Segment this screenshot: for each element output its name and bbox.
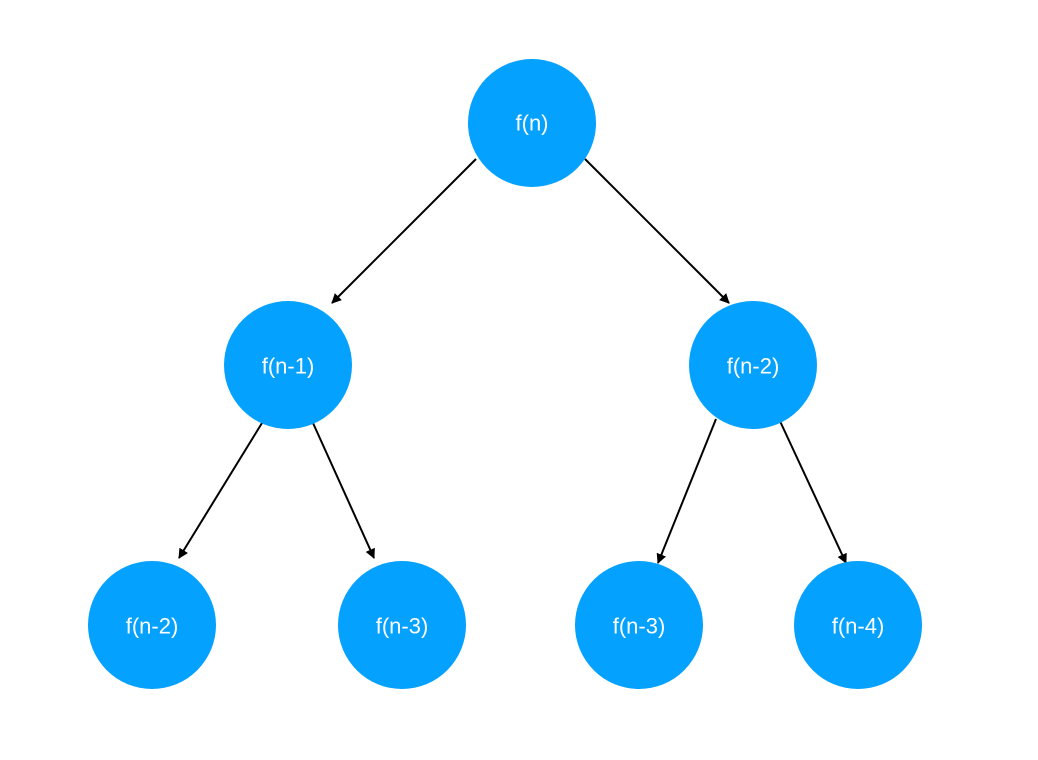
node-label: f(n-3) [613, 614, 666, 639]
node-label: f(n-1) [262, 354, 315, 379]
tree-node-r: f(n-2) [689, 301, 817, 429]
node-label: f(n) [516, 111, 549, 136]
edges-group [178, 158, 847, 564]
tree-node-rl: f(n-3) [575, 561, 703, 689]
node-circle [88, 561, 216, 689]
edge-root-to-l [331, 158, 477, 304]
tree-node-l: f(n-1) [224, 301, 352, 429]
tree-node-ll: f(n-2) [88, 561, 216, 689]
node-circle [575, 561, 703, 689]
tree-node-rr: f(n-4) [794, 561, 922, 689]
edge-l-to-lr [312, 422, 375, 559]
node-label: f(n-2) [727, 354, 780, 379]
edge-r-to-rl [656, 418, 717, 564]
node-circle [338, 561, 466, 689]
node-circle [689, 301, 817, 429]
node-circle [224, 301, 352, 429]
node-label: f(n-2) [126, 614, 179, 639]
node-circle [794, 561, 922, 689]
tree-node-lr: f(n-3) [338, 561, 466, 689]
node-circle [468, 59, 596, 187]
nodes-group: f(n) f(n-1) f(n-2) f(n-2) f(n-3) f(n-3) … [88, 59, 922, 689]
edge-l-to-ll [178, 422, 263, 559]
tree-node-root: f(n) [468, 59, 596, 187]
edge-root-to-r [584, 158, 730, 304]
edge-r-to-rr [778, 418, 847, 564]
node-label: f(n-3) [376, 614, 429, 639]
node-label: f(n-4) [832, 614, 885, 639]
